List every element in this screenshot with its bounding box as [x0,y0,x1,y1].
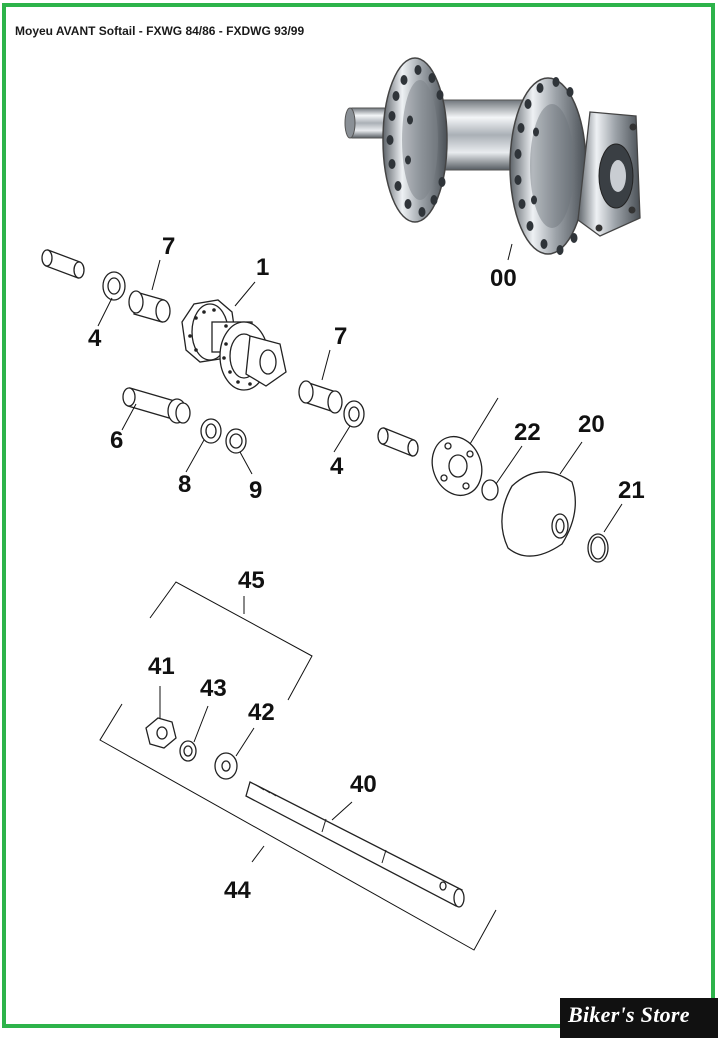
part-7-lower-bearing [298,380,343,414]
green-border-frame [2,3,715,1028]
label-00: 00 [490,265,517,292]
watermark-text: Biker's Store [568,1002,690,1027]
part-43-washer [179,740,197,762]
part-40-axle [245,781,465,908]
label-8: 8 [178,471,191,498]
part-8-washer [200,418,222,444]
label-4-lower: 4 [330,453,344,480]
label-21: 21 [618,477,645,504]
part-labels: 00 1 7 4 7 4 6 8 9 22 20 21 45 41 43 42 … [88,233,645,904]
spacer-sleeve-right [377,427,419,457]
part-4-lower-seal [343,400,365,428]
label-22: 22 [514,419,541,446]
label-41: 41 [148,653,175,680]
label-42: 42 [248,699,275,726]
label-40: 40 [350,771,377,798]
part-21-retaining-ring [587,533,609,563]
label-6: 6 [110,427,123,454]
label-43: 43 [200,675,227,702]
hub-photo [344,57,641,255]
bikers-store-watermark: Biker's Store [560,998,718,1038]
part-7-upper-bearing [128,290,171,323]
part-1-hub-drawing [181,299,287,391]
label-7-lower: 7 [334,323,347,350]
label-9: 9 [249,477,262,504]
label-44: 44 [224,877,251,904]
part-22-mounting-plate [431,435,499,501]
part-6-inner-spacer [122,387,191,424]
label-45: 45 [238,567,265,594]
part-41-axle-nut [145,717,177,749]
part-42-washer [214,752,238,780]
leader-lines [97,243,623,951]
label-20: 20 [578,411,605,438]
label-1: 1 [256,254,269,281]
part-20-dust-cover [501,471,576,557]
label-4-upper: 4 [88,325,102,352]
part-4-upper-seal [102,271,126,301]
page-title: Moyeu AVANT Softail - FXWG 84/86 - FXDWG… [15,24,305,38]
label-7-upper: 7 [162,233,175,260]
part-9-ring [225,428,247,454]
spacer-sleeve [41,249,85,279]
